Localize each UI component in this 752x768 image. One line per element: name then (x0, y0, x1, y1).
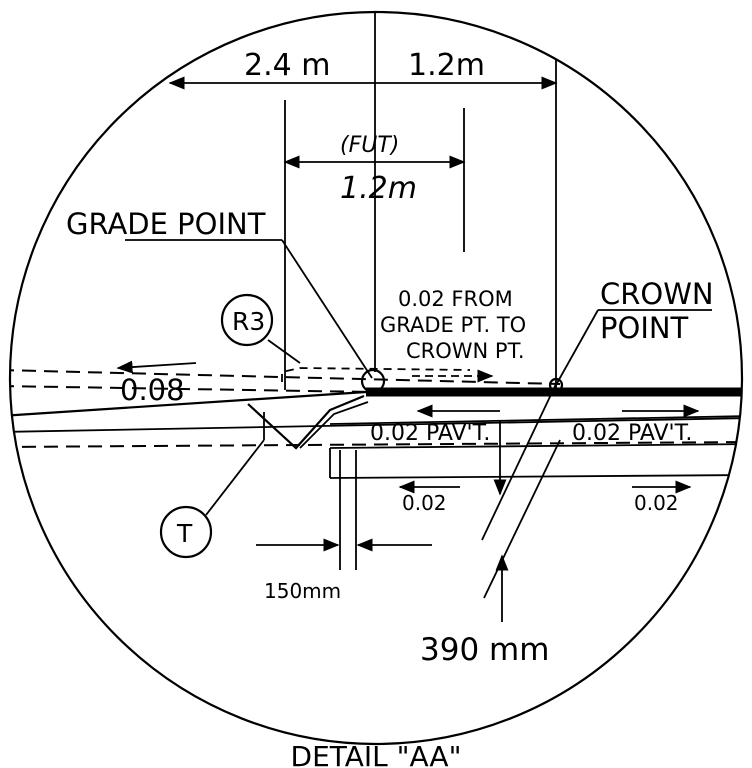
base-course-bottom (329, 474, 742, 479)
pavement-slope-right-label: 0.02 PAV'T. (572, 421, 692, 446)
r3-leader (267, 339, 301, 364)
break-line-1 (481, 383, 557, 541)
future-width: 1.2m (340, 171, 417, 206)
crown-point-marker (548, 377, 564, 393)
grade-point-marker (360, 368, 386, 394)
curb-offset-label: 150mm (264, 579, 341, 603)
grade-point-leader (281, 239, 373, 379)
dimension-top-left: 2.4 m (244, 48, 330, 83)
shoulder-slope-label: 0.08 (120, 373, 185, 407)
crown-point-label-1: CROWN (600, 277, 714, 311)
future-label: (FUT) (340, 133, 399, 158)
note-line-3: CROWN PT. (406, 339, 525, 363)
base-slope-right-label: 0.02 (634, 491, 679, 515)
r3-callout-label: R3 (232, 307, 265, 336)
t-callout-label: T (176, 519, 193, 548)
shoulder-base (10, 417, 742, 433)
grade-point-label: GRADE POINT (66, 207, 266, 241)
future-curb-outline (281, 367, 471, 382)
dashed-grade-lower (10, 385, 373, 393)
pavement-slope-left-label: 0.02 PAV'T. (370, 421, 490, 446)
section-geometry (10, 12, 742, 622)
dashed-subgrade (10, 441, 742, 448)
base-course-top (329, 443, 742, 449)
shoulder-slope-arrow (116, 360, 197, 374)
note-line-1: 0.02 FROM (398, 287, 513, 311)
detail-circle (8, 10, 744, 746)
note-line-2: GRADE PT. TO (380, 313, 526, 337)
depth-label: 390 mm (420, 632, 549, 668)
shoulder-surface (10, 390, 367, 418)
pavement-bottom (329, 415, 742, 425)
break-line-2 (483, 439, 561, 599)
crown-point-leader (555, 309, 599, 386)
dashed-grade-upper (10, 369, 561, 385)
dimension-top-right: 1.2m (408, 48, 485, 83)
base-slope-left-label: 0.02 (402, 491, 447, 515)
curb-trench (247, 394, 365, 450)
t-callout-circle (159, 505, 213, 559)
detail-title: DETAIL "AA" (291, 740, 462, 768)
t-leader (205, 439, 265, 516)
curb-trench-inner (299, 401, 369, 449)
crown-point-label-2: POINT (600, 311, 689, 345)
r3-callout-circle (220, 293, 274, 347)
